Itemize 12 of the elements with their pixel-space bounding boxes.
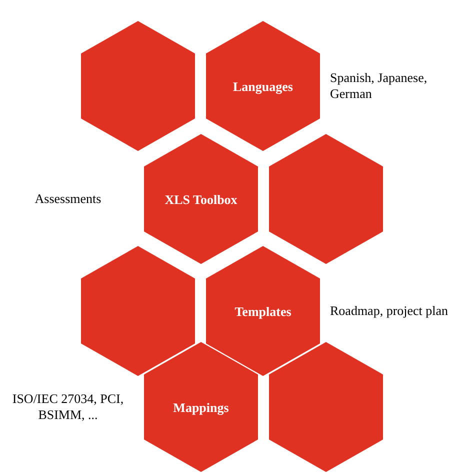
hexagon-label: Languages: [232, 78, 294, 94]
hexagon-shape: [269, 134, 383, 264]
hexagon-shape: [269, 342, 383, 472]
hexagon-label: XLS Toolbox: [164, 190, 238, 208]
side-note: Spanish, Japanese, German: [330, 70, 428, 102]
side-note: Roadmap, project plan: [330, 303, 450, 319]
hexagon-label: Mappings: [172, 398, 230, 416]
side-note: Assessments: [34, 191, 102, 207]
hexagon-shape: [81, 246, 195, 376]
hexagon-label: Templates: [234, 302, 292, 320]
hexagon-shape: [81, 21, 195, 151]
side-note: ISO/IEC 27034, PCI, BSIMM, ...: [11, 391, 125, 423]
